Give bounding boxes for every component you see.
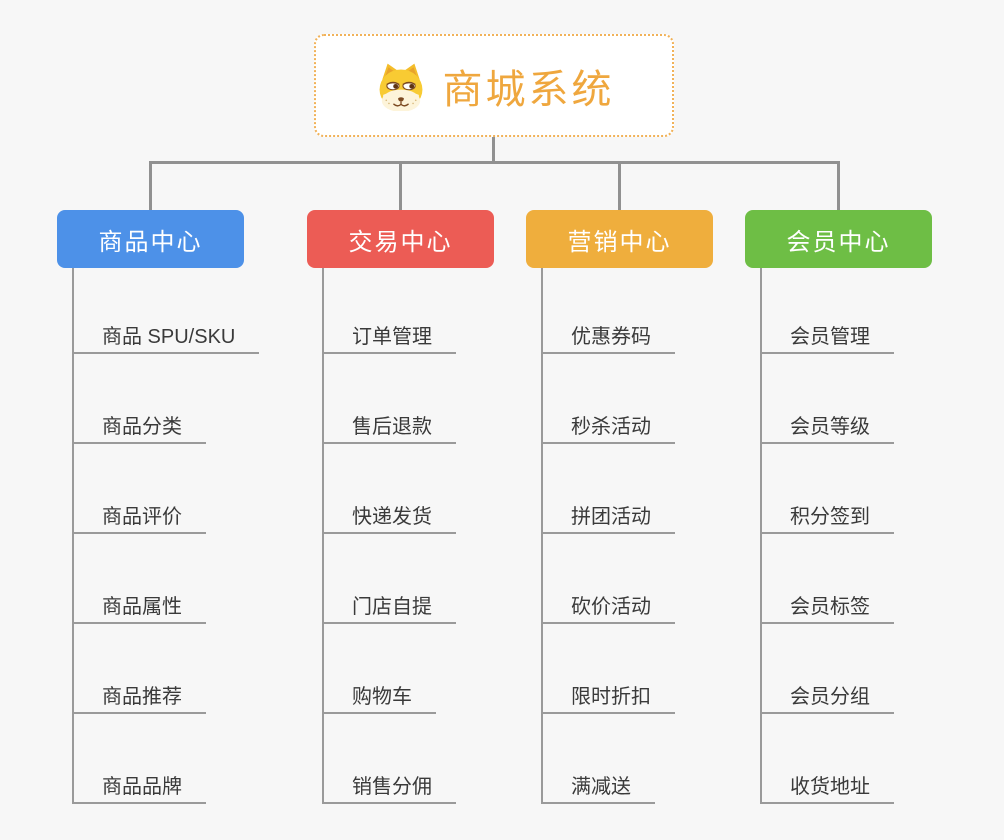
drop-connector-trade <box>399 164 402 210</box>
leaf-node[interactable]: 收货地址 <box>760 772 894 804</box>
category-node-marketing[interactable]: 营销中心 <box>526 210 713 268</box>
leaf-stack-members: 会员管理 会员等级 积分签到 会员标签 会员分组 收货地址 <box>760 322 894 840</box>
leaf-stack-trade: 订单管理 售后退款 快递发货 门店自提 购物车 销售分佣 <box>322 322 456 840</box>
leaf-node[interactable]: 商品属性 <box>72 592 206 624</box>
leaf-node[interactable]: 满减送 <box>541 772 655 804</box>
drop-connector-marketing <box>618 164 621 210</box>
leaf-node[interactable]: 售后退款 <box>322 412 456 444</box>
leaf-node[interactable]: 销售分佣 <box>322 772 456 804</box>
leaf-node[interactable]: 会员分组 <box>760 682 894 714</box>
leaf-node[interactable]: 积分签到 <box>760 502 894 534</box>
leaf-node[interactable]: 会员标签 <box>760 592 894 624</box>
category-node-members[interactable]: 会员中心 <box>745 210 932 268</box>
branch-line-products <box>72 268 74 804</box>
shiba-dog-icon <box>379 63 422 111</box>
branch-line-members <box>760 268 762 804</box>
root-stem-connector <box>492 137 495 162</box>
category-node-products[interactable]: 商品中心 <box>57 210 244 268</box>
leaf-node[interactable]: 商品评价 <box>72 502 206 534</box>
leaf-node[interactable]: 门店自提 <box>322 592 456 624</box>
category-node-trade[interactable]: 交易中心 <box>307 210 494 268</box>
leaf-node[interactable]: 拼团活动 <box>541 502 675 534</box>
leaf-node[interactable]: 快递发货 <box>322 502 456 534</box>
leaf-node[interactable]: 砍价活动 <box>541 592 675 624</box>
drop-connector-products <box>149 164 152 210</box>
leaf-stack-products: 商品 SPU/SKU 商品分类 商品评价 商品属性 商品推荐 商品品牌 <box>72 322 260 840</box>
leaf-node[interactable]: 商品品牌 <box>72 772 206 804</box>
leaf-node[interactable]: 商品 SPU/SKU <box>72 322 260 354</box>
branch-line-marketing <box>541 268 543 804</box>
leaf-node[interactable]: 优惠券码 <box>541 322 675 354</box>
leaf-node[interactable]: 商品分类 <box>72 412 206 444</box>
branch-line-trade <box>322 268 324 804</box>
leaf-node[interactable]: 限时折扣 <box>541 682 675 714</box>
leaf-node[interactable]: 订单管理 <box>322 322 456 354</box>
leaf-node[interactable]: 秒杀活动 <box>541 412 675 444</box>
leaf-node[interactable]: 商品推荐 <box>72 682 206 714</box>
root-node[interactable]: 商城系统 <box>314 34 674 137</box>
branch-bus-connector <box>149 161 840 164</box>
root-title: 商城系统 <box>442 67 615 112</box>
leaf-node[interactable]: 会员管理 <box>760 322 894 354</box>
leaf-stack-marketing: 优惠券码 秒杀活动 拼团活动 砍价活动 限时折扣 满减送 <box>541 322 675 840</box>
leaf-node[interactable]: 购物车 <box>322 682 436 714</box>
leaf-node[interactable]: 会员等级 <box>760 412 894 444</box>
drop-connector-members <box>837 164 840 210</box>
